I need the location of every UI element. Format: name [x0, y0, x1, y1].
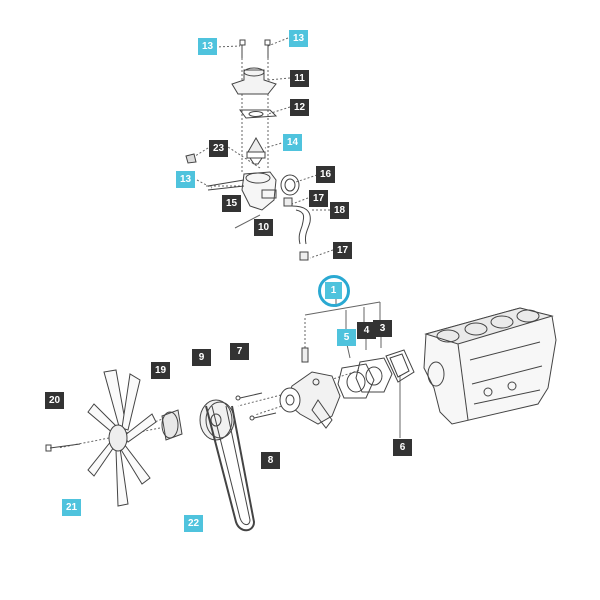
callout-23[interactable]: 23 — [209, 140, 228, 157]
callout-22[interactable]: 22 — [184, 515, 203, 532]
fan-belt — [205, 405, 256, 532]
thermostat — [246, 136, 266, 165]
callout-1[interactable]: 1 — [325, 282, 342, 299]
cooling-fan — [87, 369, 157, 507]
callout-13-top-right[interactable]: 13 — [289, 30, 308, 47]
highlight-ring — [318, 275, 350, 307]
callout-7[interactable]: 7 — [230, 343, 249, 360]
callout-20[interactable]: 20 — [45, 392, 64, 409]
fan-spacer — [161, 409, 183, 441]
bolts-top — [239, 39, 271, 58]
engine-block — [423, 307, 557, 425]
callout-13-side[interactable]: 13 — [176, 171, 195, 188]
fan-bolt — [45, 443, 81, 452]
water-pump — [279, 371, 341, 429]
callout-21[interactable]: 21 — [62, 499, 81, 516]
callout-12[interactable]: 12 — [290, 99, 309, 116]
callout-4[interactable]: 4 — [357, 322, 376, 339]
callout-3[interactable]: 3 — [373, 320, 392, 337]
callout-13-top-left[interactable]: 13 — [198, 38, 217, 55]
pump-bolts — [235, 392, 277, 421]
hose-assembly — [283, 197, 311, 261]
callout-17-lower[interactable]: 17 — [333, 242, 352, 259]
thermostat-housing — [241, 171, 277, 211]
thermostat-gasket — [239, 109, 278, 119]
thermostat-cover — [231, 67, 277, 95]
dowel-pin — [301, 347, 309, 363]
callout-15[interactable]: 15 — [222, 195, 241, 212]
pump-gaskets — [337, 357, 393, 399]
block-gasket — [385, 349, 415, 383]
callout-6[interactable]: 6 — [393, 439, 412, 456]
housing-bolts — [207, 179, 245, 191]
callout-9[interactable]: 9 — [192, 349, 211, 366]
callout-16[interactable]: 16 — [316, 166, 335, 183]
callout-14[interactable]: 14 — [283, 134, 302, 151]
callout-19[interactable]: 19 — [151, 362, 170, 379]
callout-18[interactable]: 18 — [330, 202, 349, 219]
callout-10[interactable]: 10 — [254, 219, 273, 236]
callout-5[interactable]: 5 — [337, 329, 356, 346]
callout-11[interactable]: 11 — [290, 70, 309, 87]
callout-8[interactable]: 8 — [261, 452, 280, 469]
ring-gasket — [280, 174, 300, 196]
sensor — [185, 153, 197, 164]
callout-17-upper[interactable]: 17 — [309, 190, 328, 207]
